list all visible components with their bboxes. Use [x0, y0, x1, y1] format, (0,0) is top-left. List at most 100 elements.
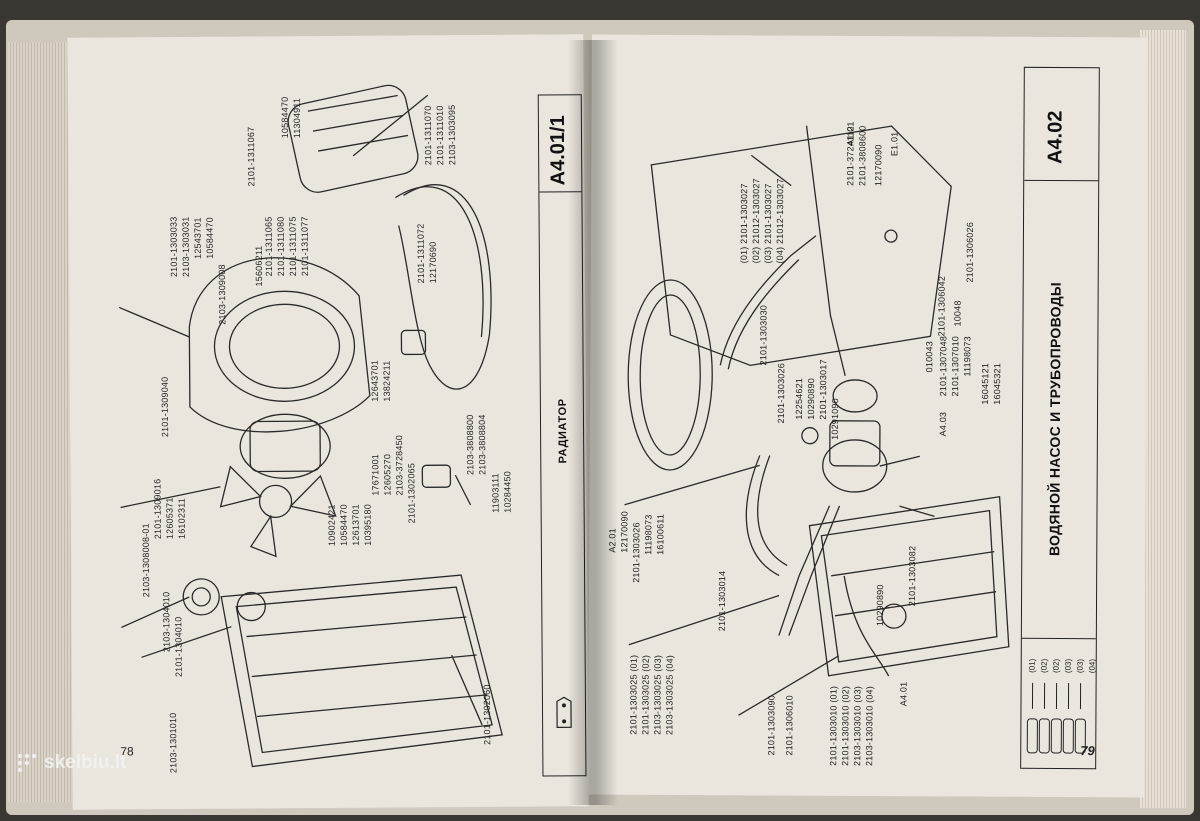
- part-label: 2101-1311080: [275, 216, 286, 277]
- section-sidebar: A4.01/1 РАДИАТОР: [537, 94, 587, 777]
- part-label: 10584470: [279, 96, 291, 139]
- part-label: 16102311: [176, 498, 187, 540]
- part-label: 11198073: [962, 336, 973, 377]
- part-label: E1.01: [889, 131, 900, 157]
- part-label: 2101-1303010 (01): [828, 685, 839, 766]
- part-label: 2103-1301010: [168, 712, 179, 774]
- part-label: 2101-1311067: [245, 126, 257, 187]
- part-label: 2101-1303026: [775, 363, 787, 424]
- part-label: 2101-1303033: [168, 216, 179, 278]
- watermark-text: skelbiu.lt: [44, 752, 127, 773]
- part-label: 10584470: [338, 504, 349, 546]
- part-label: 2101-1311072: [415, 223, 427, 284]
- section-sidebar: A4.02 ВОДЯНОЙ НАСОС И ТРУБОПРОВОДЫ (01) …: [1020, 66, 1100, 770]
- right-page-edges: [1140, 30, 1186, 808]
- part-label: 10902421: [326, 504, 337, 547]
- part-label: 10291090: [829, 398, 841, 440]
- part-label: 11304911: [291, 97, 303, 139]
- part-label: 2101-1303010 (02): [840, 685, 851, 766]
- part-label: 12254621: [793, 377, 805, 420]
- legend-item: (01): [1027, 658, 1037, 673]
- part-label: 2101-1311010: [434, 105, 446, 166]
- part-label: 12170690: [427, 241, 439, 284]
- page-number: 79: [1080, 743, 1095, 759]
- legend-item: (04): [1087, 658, 1097, 674]
- part-label: 2101-1309040: [159, 376, 171, 438]
- part-label: 12605270: [382, 453, 393, 496]
- left-page: 2101-1311067 10584470 11304911 2101-1311…: [67, 34, 589, 810]
- variant-label: (02) 21012-1303027: [750, 178, 762, 264]
- part-label: 2101-1304010: [173, 616, 184, 678]
- part-label: 10284450: [502, 471, 513, 513]
- part-label: 10584470: [204, 217, 215, 259]
- part-label: 16045321: [992, 362, 1003, 405]
- part-label: 2101-1306010: [784, 695, 795, 756]
- part-label: 2101-1302065: [406, 462, 417, 524]
- part-label: 2103-3808800: [464, 414, 476, 476]
- legend-item: (02): [1051, 658, 1061, 674]
- part-label: 2103-3808804: [476, 414, 488, 475]
- part-label: 2101-1303026: [631, 522, 642, 583]
- car-models-icon: [1026, 682, 1086, 754]
- part-label: 10290890: [805, 378, 817, 420]
- radiator-diagram: [118, 84, 504, 768]
- part-label: 2101-1311070: [422, 105, 434, 166]
- section-title: РАДИАТОР: [556, 398, 570, 464]
- part-label: A4.03: [937, 411, 949, 437]
- part-label: 11198073: [643, 514, 654, 555]
- section-code: A4.01/1: [546, 115, 570, 186]
- part-label: 16045121: [980, 362, 991, 405]
- part-label: 2103-1309008: [216, 264, 228, 325]
- part-label: 2101-1307048: [938, 335, 949, 397]
- left-page-edges: [8, 42, 72, 802]
- part-label: 2101-1306042: [936, 275, 947, 337]
- part-label: 2103-1303025 (03): [652, 654, 663, 735]
- part-label: 12170090: [619, 511, 630, 553]
- part-label: 2103-1303010 (03): [852, 685, 863, 766]
- part-label: 2101-1303014: [716, 570, 728, 632]
- car-icon: [556, 696, 572, 729]
- part-label: 2103-1303095: [446, 104, 458, 166]
- part-label: 10048: [952, 300, 963, 327]
- part-label: 2101-1311065: [263, 216, 274, 277]
- part-label: 2101-1303025 (01): [628, 654, 639, 735]
- part-label: 11903111: [490, 473, 501, 513]
- part-label: 2103-3728450: [394, 435, 405, 496]
- watermark: skelbiu.lt: [16, 752, 126, 774]
- part-label: 2101-1307010: [950, 335, 961, 397]
- part-label: 12643701: [369, 359, 380, 402]
- part-label: 2101-1303082: [907, 545, 918, 607]
- right-page: (01) 2101-1303027 (02) 21012-1303027 (03…: [588, 34, 1148, 798]
- part-label: 12605371: [164, 497, 175, 540]
- watermark-logo-icon: [17, 753, 37, 773]
- legend-item: (03): [1075, 658, 1085, 674]
- part-label: 2103-1304010: [161, 591, 172, 653]
- part-label: A4.01: [898, 681, 909, 707]
- part-label: 2101-1303017: [817, 359, 829, 420]
- part-label: A2.01: [607, 528, 618, 553]
- part-label: 2101-1303090: [766, 695, 777, 756]
- part-label: 2101-1303025 (02): [640, 654, 651, 735]
- part-label: 2101-3808600: [857, 125, 868, 186]
- part-label: 17671001: [370, 453, 381, 496]
- part-label: 2101-1306026: [964, 222, 976, 283]
- variant-label: (04) 21012-1303027: [774, 178, 786, 264]
- section-title: ВОДЯНОЙ НАСОС И ТРУБОПРОВОДЫ: [1046, 281, 1064, 557]
- model-legend: (01) (02) (02) (03) (03) (04): [1021, 637, 1097, 770]
- legend-item: (02): [1039, 658, 1049, 673]
- part-label: 12613701: [350, 504, 361, 546]
- part-label: A1.01: [845, 121, 856, 146]
- section-code: A4.02: [1044, 110, 1067, 165]
- part-label: 2101-1303030: [758, 304, 769, 366]
- part-label: 16100611: [655, 513, 666, 555]
- part-label: 2103-1303025 (04): [664, 654, 675, 735]
- part-label: 2103-1303010 (04): [864, 686, 875, 767]
- legend-item: (03): [1063, 658, 1073, 674]
- part-label: 2101-1311077: [299, 216, 310, 277]
- part-label: 010043: [924, 341, 935, 373]
- part-label: 2101-1309016: [152, 478, 163, 540]
- variant-label: (01) 2101-1303027: [738, 183, 750, 264]
- part-label: 12170090: [873, 144, 884, 187]
- part-label: 15606211: [253, 245, 265, 287]
- part-label: 2103-1303031: [180, 216, 191, 278]
